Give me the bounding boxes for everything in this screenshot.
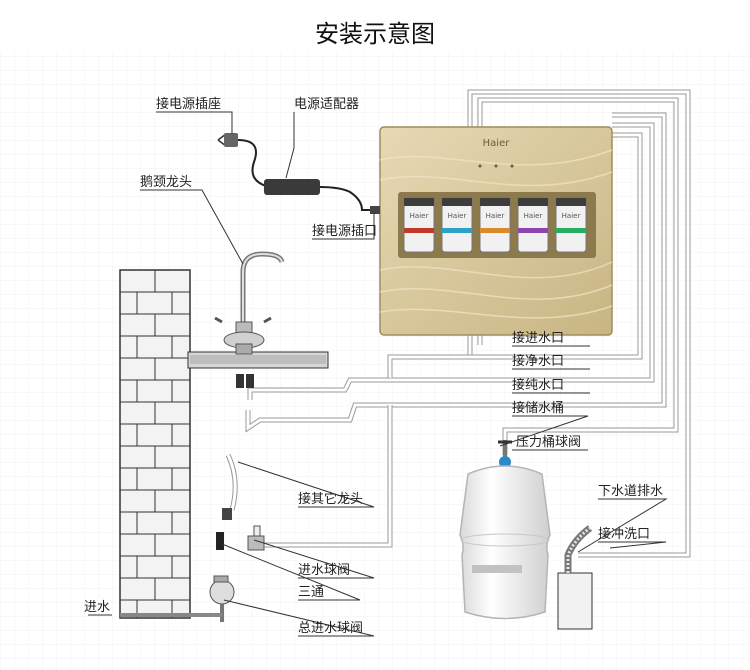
faucet-connector: [236, 374, 244, 388]
label-tank-valve: 压力桶球阀: [516, 435, 581, 450]
gooseneck-faucet: [214, 251, 285, 388]
label-inlet-port: 接进水口: [512, 330, 564, 346]
label-inlet-valve: 进水球阀: [298, 563, 350, 578]
label-tank-port: 接储水桶: [512, 400, 564, 416]
filter-cartridge: Haier: [441, 197, 473, 253]
filter-brand-label: Haier: [448, 212, 467, 220]
label-power-port: 接电源插口: [312, 223, 377, 239]
indicator-light: [510, 164, 514, 168]
filter-brand-label: Haier: [486, 212, 505, 220]
label-faucet: 鹅颈龙头: [140, 174, 192, 190]
label-main-valve: 总进水球阀: [298, 621, 363, 636]
label-pure-port: 接纯水口: [512, 377, 564, 393]
label-tee: 三通: [298, 585, 324, 600]
filter-brand-label: Haier: [562, 212, 581, 220]
indicator-light: [494, 164, 498, 168]
drain-pipe: [557, 525, 593, 630]
label-socket: 接电源插座: [156, 96, 221, 112]
label-adapter: 电源适配器: [294, 97, 359, 112]
inlet-valve: [247, 535, 265, 551]
faucet-connector: [246, 374, 254, 388]
pressure-tank: [459, 440, 551, 620]
other-faucet-connector: [222, 508, 232, 520]
power-adapter: [264, 179, 320, 195]
tank-valve-icon: [499, 456, 511, 468]
indicator-light: [478, 164, 482, 168]
label-clean-port: 接净水口: [512, 353, 564, 369]
main-valve: [209, 579, 235, 605]
power-connector: [370, 206, 380, 214]
filter-brand-label: Haier: [524, 212, 543, 220]
label-other-faucet: 接其它龙头: [298, 491, 363, 507]
filter-brand-label: Haier: [410, 212, 429, 220]
filter-cartridge: Haier: [403, 197, 435, 253]
power-cable: [217, 133, 380, 214]
diagram-title: 安装示意图: [315, 20, 435, 48]
unit-brand-logo: Haier: [483, 138, 511, 149]
leader-lines: [88, 111, 668, 637]
tee-fitting: [216, 532, 224, 550]
label-water-in: 进水: [84, 600, 110, 615]
plug-body: [224, 133, 238, 147]
filter-cartridge: Haier: [479, 197, 511, 253]
label-drain: 下水道排水: [598, 484, 663, 499]
filter-cartridge: Haier: [555, 197, 587, 253]
filter-cartridge: Haier: [517, 197, 549, 253]
label-flush-port: 接冲洗口: [598, 526, 650, 542]
countertop-texture: [190, 355, 326, 364]
brick-wall: [119, 269, 191, 619]
